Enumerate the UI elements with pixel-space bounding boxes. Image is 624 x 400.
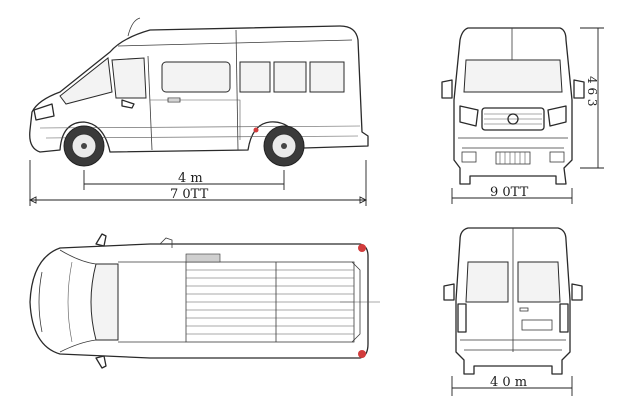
length-dimension-line [29,160,367,206]
rear-dim-width-label: 4 0 m [490,375,527,390]
rear-bumper [460,339,566,351]
sliding-door-seam [235,29,239,151]
antenna [127,17,141,37]
side-window-3 [273,61,307,93]
rear-tail-light-left [457,303,467,333]
side-dim-top-label: 4 m [178,171,203,186]
rear-window-left [465,261,509,303]
rear-tail-light-right [559,303,569,333]
roof-line [117,39,353,47]
top-tail-light-right [358,350,366,358]
top-left-mirror-icon [95,233,107,247]
top-tail-light-left [358,244,366,252]
top-windshield [90,263,119,341]
side-swage-line [39,125,361,129]
side-window-2 [239,61,271,93]
front-left-headlight [459,105,479,127]
door-handle [167,97,181,103]
side-view [28,17,369,206]
front-height-dimension-line [580,27,604,169]
license-plate [521,319,553,331]
brand-logo [507,113,519,125]
side-headlight [33,103,55,121]
rear-window-right [517,261,561,303]
side-marker-light [253,127,259,133]
front-bumper-top [38,271,43,333]
lower-intake [495,151,531,165]
top-view [29,233,380,369]
side-body-outline [29,25,369,153]
side-mirror-icon [121,99,135,109]
front-view [441,27,604,204]
front-windshield [463,59,563,93]
front-right-headlight [547,105,567,127]
sliding-door-rail [150,99,241,140]
front-dim-width-label: 9 0TT [490,185,529,200]
roof-ribs [186,269,354,335]
rear-body-outline [455,227,571,375]
top-right-mirror-icon [95,355,107,369]
roof-vent [185,253,221,263]
rear-door-handle [519,307,529,312]
front-door-window [111,57,147,99]
side-windshield [59,57,113,105]
rear-width-dimension-line [451,376,573,396]
front-bumper [458,137,568,149]
rear-right-mirror-icon [571,283,583,301]
roof-antenna-top [159,237,173,248]
top-body-outline [29,243,369,359]
fog-light-right [549,151,565,163]
front-width-dimension-line [451,188,573,204]
rear-left-mirror-icon [443,283,455,301]
front-body-outline [453,27,573,185]
front-left-mirror-icon [441,79,453,99]
front-door-seam [147,55,153,151]
front-grille [481,107,545,131]
front-dim-height-label: 4 6 3 [585,76,599,107]
side-window-4 [309,61,345,93]
rear-view [443,227,583,396]
wheelbase-dimension-line [83,170,285,190]
side-dim-bottom-label: 7 0TT [170,187,209,202]
fog-light-left [461,151,477,163]
front-right-mirror-icon [573,79,585,99]
side-window-1 [161,61,231,93]
